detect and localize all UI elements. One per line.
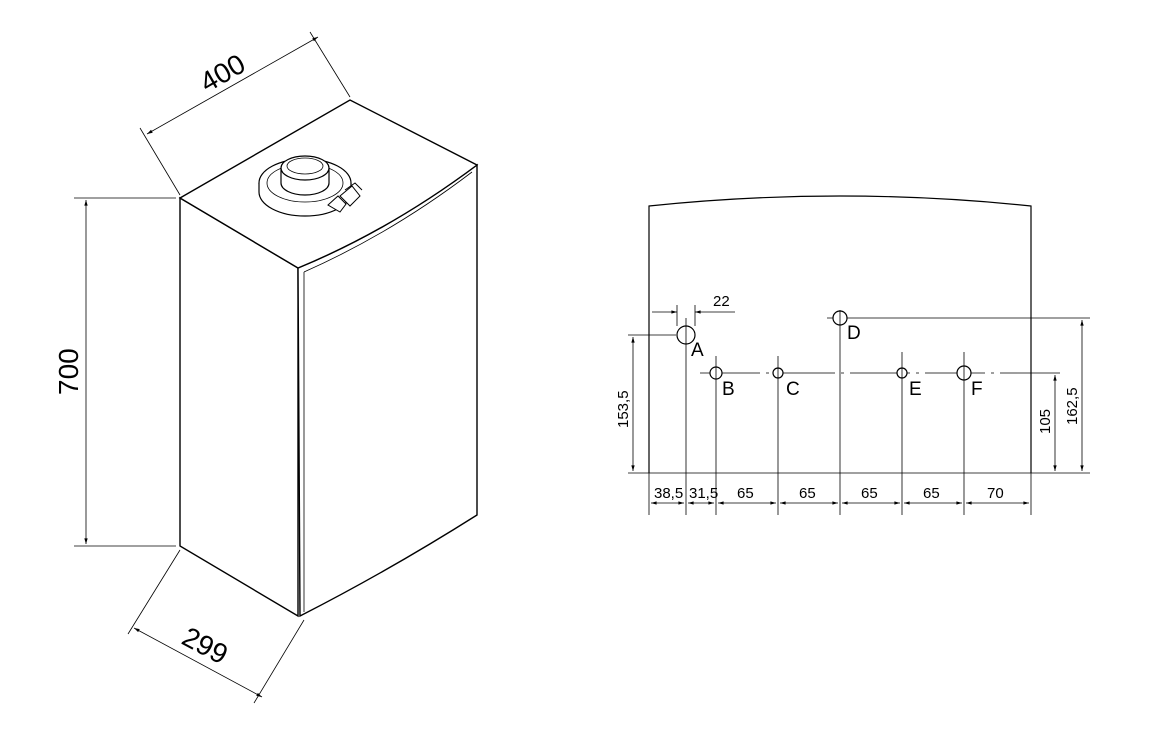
- dimension-a-height: 153,5: [615, 336, 635, 472]
- boiler-outline: [648, 195, 1032, 473]
- connection-b-label: B: [722, 379, 735, 400]
- spacing-label-5: 65: [861, 485, 878, 502]
- pipe-diameter-label: 22: [713, 293, 730, 310]
- d-height-label: 162,5: [1064, 387, 1081, 425]
- connection-d-label: D: [847, 323, 861, 344]
- spacing-label-3: 65: [737, 485, 754, 502]
- a-height-label: 153,5: [615, 390, 632, 428]
- connection-f-label: F: [971, 379, 983, 400]
- spacing-label-2: 31,5: [689, 485, 718, 502]
- connection-b: B: [709, 356, 735, 515]
- spacing-label-7: 70: [987, 485, 1004, 502]
- spacing-label-4: 65: [799, 485, 816, 502]
- connection-a-label: A: [691, 340, 704, 361]
- connection-d: D: [832, 310, 861, 515]
- spacing-label-6: 65: [923, 485, 940, 502]
- spacing-label-1: 38,5: [654, 485, 683, 502]
- boiler-left-face: [179, 196, 299, 618]
- horizontal-spacing-dimensions: 38,5 31,5 65 65 65 65 70: [651, 485, 1029, 505]
- boiler-top-edge: [303, 171, 473, 273]
- height-dimension-label: 700: [53, 348, 84, 395]
- dimension-row-height: 105: [1037, 374, 1057, 472]
- connection-a: A: [628, 318, 704, 515]
- dimension-height: 700: [53, 197, 176, 547]
- connection-c-label: C: [786, 379, 800, 400]
- depth-dimension-label: 299: [177, 621, 233, 670]
- connection-c: C: [772, 356, 800, 515]
- dimension-pipe-diameter: 22: [652, 293, 735, 326]
- width-dimension-label: 400: [195, 48, 251, 98]
- flue-outlet: [258, 155, 363, 217]
- connection-f: F: [956, 352, 983, 515]
- connection-layout-view: A B C D E F: [615, 195, 1090, 515]
- connection-e: E: [896, 352, 922, 515]
- isometric-boiler-view: 400 700 299: [53, 31, 479, 704]
- dimension-d-height: 162,5: [1064, 319, 1084, 472]
- connection-e-label: E: [909, 379, 922, 400]
- row-height-label: 105: [1037, 409, 1054, 434]
